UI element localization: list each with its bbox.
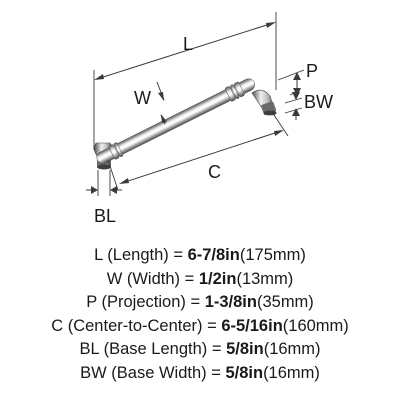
spec-metric: (175mm) <box>239 246 306 264</box>
right-post <box>251 89 277 116</box>
spec-row: P (Projection) = 1-3/8in(35mm) <box>86 293 314 312</box>
spec-name: (Center-to-Center) <box>67 316 203 335</box>
spec-name: (Base Width) <box>111 363 207 382</box>
spec-name: (Projection) <box>101 293 186 312</box>
width-label: W <box>134 88 151 108</box>
base-width-label: BW <box>304 92 333 112</box>
spec-name: (Base Length) <box>103 340 208 359</box>
spec-metric: (13mm) <box>236 269 294 288</box>
spec-metric: (16mm) <box>263 340 321 359</box>
spec-value: 1-3/8in <box>204 293 257 312</box>
spec-row: L (Length) = 6-7/8in(175mm) <box>94 246 306 264</box>
spec-abbr: BL <box>79 340 100 359</box>
dimension-spec-list: L (Length) = 6-7/8in(175mm) W (Width) = 1… <box>0 244 400 386</box>
base-length-dimension: BL <box>86 170 122 226</box>
spec-abbr: BW <box>80 363 107 382</box>
spec-row: C (Center-to-Center) = 6-5/16in(160mm) <box>51 316 349 335</box>
length-dimension: L <box>93 12 277 150</box>
spec-metric: (16mm) <box>263 363 320 382</box>
spec-metric: (35mm) <box>256 293 314 312</box>
handle-dimension-drawing: L W P BW <box>86 12 333 226</box>
spec-metric: (160mm) <box>282 316 349 335</box>
spec-abbr: C <box>51 316 64 335</box>
spec-row: W (Width) = 1/2in(13mm) <box>106 269 294 288</box>
bar-pull-illustration <box>94 78 277 170</box>
center-to-center-dimension: C <box>107 111 289 191</box>
spec-abbr: P <box>86 293 97 312</box>
spec-name: (Width) <box>126 269 181 288</box>
spec-row: BW (Base Width) = 5/8in(16mm) <box>80 363 320 382</box>
length-label: L <box>183 34 193 54</box>
projection-label: P <box>306 61 318 81</box>
base-length-label: BL <box>94 206 116 226</box>
base-width-dimension: BW <box>284 88 333 120</box>
handle-bar <box>96 78 255 164</box>
projection-dimension: P <box>277 61 318 96</box>
width-dimension: W <box>134 81 167 125</box>
spec-value: 5/8in <box>226 340 264 359</box>
spec-row: BL (Base Length) = 5/8in(16mm) <box>79 340 321 359</box>
spec-name: (Length) <box>107 246 169 264</box>
spec-abbr: L <box>94 246 103 264</box>
spec-value: 5/8in <box>225 363 264 382</box>
spec-value: 6-7/8in <box>187 246 240 264</box>
center-to-center-label: C <box>208 162 221 182</box>
spec-value: 1/2in <box>198 269 237 288</box>
spec-abbr: W <box>106 269 123 288</box>
spec-value: 6-5/16in <box>221 316 283 335</box>
